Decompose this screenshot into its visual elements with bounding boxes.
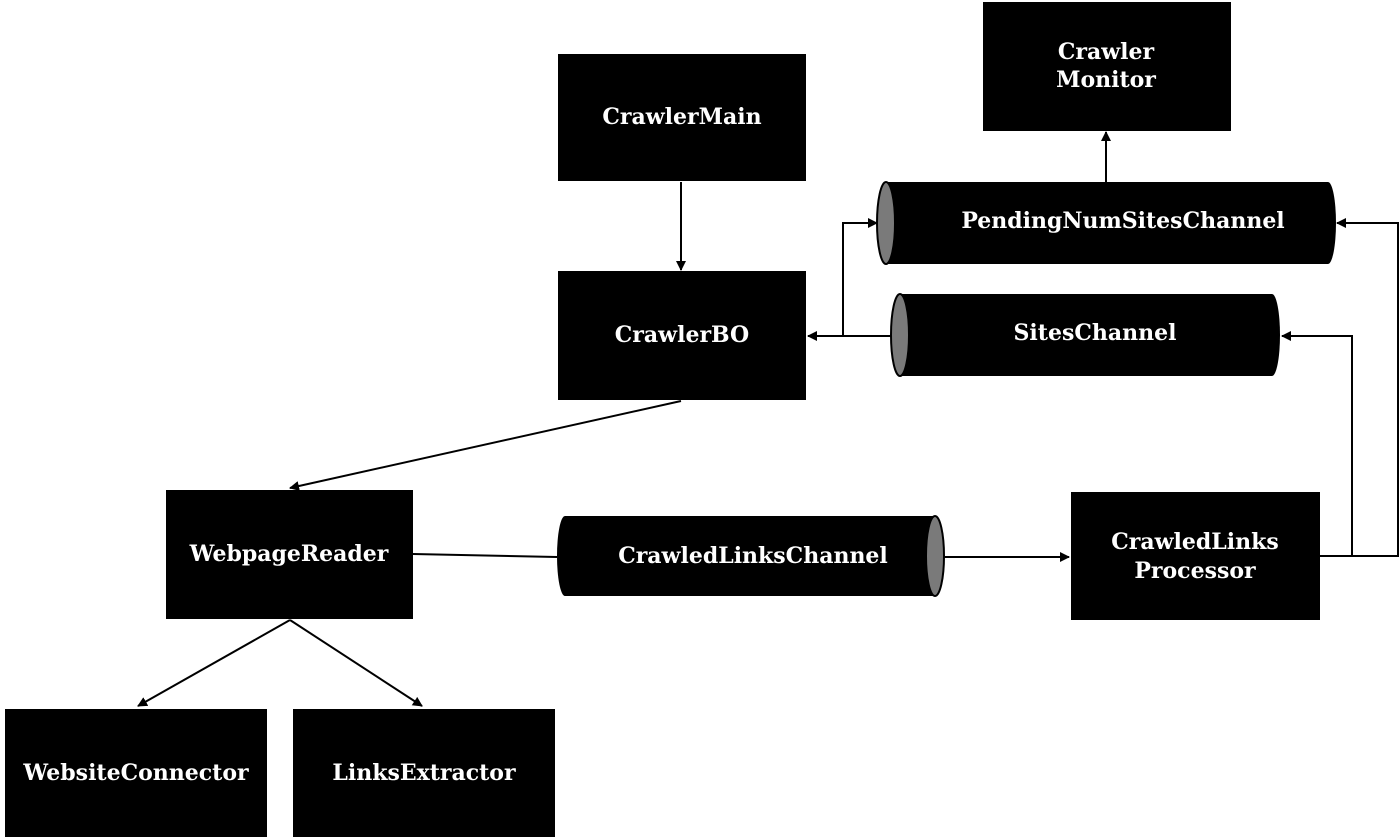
node-crawlermain-label: CrawlerMain — [602, 104, 761, 130]
node-webpagereader-label: WebpageReader — [189, 541, 389, 567]
arrow-webpagereader-to-websiteconnector — [137, 619, 291, 707]
node-websiteconnector: WebsiteConnector — [5, 709, 267, 837]
channel-crawledlinks-label: CrawledLinksChannel — [618, 543, 888, 569]
channel-crawledlinks: CrawledLinksChannel — [557, 515, 945, 597]
arrow-webpagereader-to-linksextractor — [289, 619, 423, 707]
node-webpagereader: WebpageReader — [166, 490, 413, 619]
node-crawlerbo: CrawlerBO — [558, 271, 806, 400]
channel-sites-cap — [890, 293, 910, 377]
arrow-processor-to-sites — [1281, 331, 1353, 557]
channel-pendingnumsites-cap — [876, 181, 896, 265]
node-crawler-monitor-label-line1: Crawler — [1058, 39, 1155, 65]
arrow-crawlerbo-to-webpagereader — [289, 400, 682, 491]
connectors — [137, 131, 1399, 707]
node-crawledlinks-processor: CrawledLinks Processor — [1071, 492, 1320, 620]
node-linksextractor: LinksExtractor — [293, 709, 555, 837]
arrow-crawlerbo-to-pending — [842, 218, 878, 336]
node-crawledlinks-processor-label-line2: Processor — [1134, 558, 1256, 584]
node-linksextractor-label: LinksExtractor — [332, 760, 516, 786]
node-crawlerbo-label: CrawlerBO — [615, 322, 749, 348]
node-websiteconnector-label: WebsiteConnector — [22, 760, 249, 786]
node-crawler-monitor: Crawler Monitor — [983, 2, 1231, 131]
channel-pendingnumsites-label: PendingNumSitesChannel — [961, 208, 1284, 234]
node-crawlermain: CrawlerMain — [558, 54, 806, 181]
arrow-processor-to-pending — [1336, 218, 1399, 557]
channel-crawledlinks-cap — [925, 515, 945, 597]
node-crawledlinks-processor-label-line1: CrawledLinks — [1111, 529, 1278, 555]
channel-sites-label: SitesChannel — [1014, 320, 1177, 346]
node-crawler-monitor-label-line2: Monitor — [1056, 67, 1156, 93]
channel-sites: SitesChannel — [890, 293, 1280, 377]
line-webpagereader-to-crawledlinks — [412, 553, 558, 558]
channel-pendingnumsites: PendingNumSitesChannel — [876, 181, 1336, 265]
